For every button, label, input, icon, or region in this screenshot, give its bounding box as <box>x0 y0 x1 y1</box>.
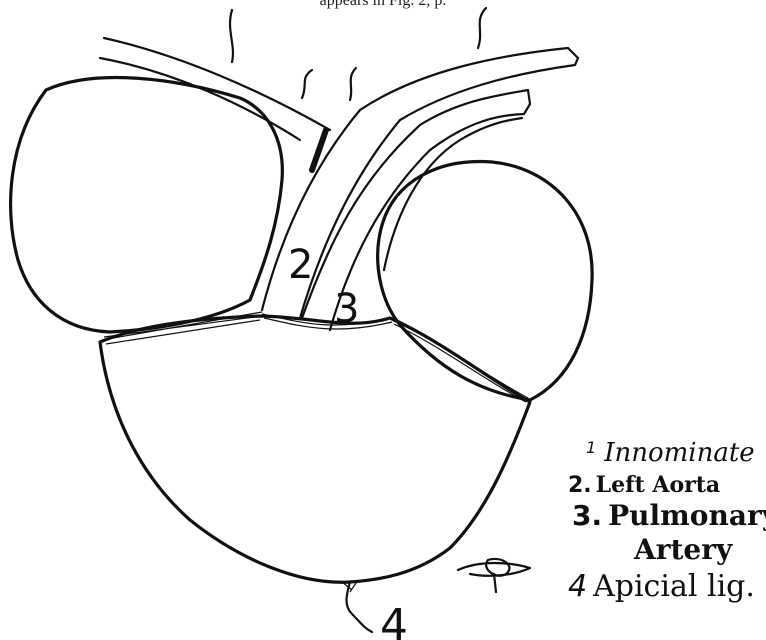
legend-row-4: Artery <box>634 536 732 564</box>
label-4: 4 <box>380 600 408 640</box>
legend-text: Pulmonary <box>608 499 766 532</box>
legend-text: Innominate <box>604 438 754 468</box>
signature-mark <box>458 559 530 592</box>
label-3: 3 <box>334 286 359 332</box>
small-branch-right <box>478 8 486 48</box>
innominate-vessel <box>100 38 330 140</box>
legend-text: Artery <box>634 533 732 566</box>
small-branch-center <box>302 70 312 98</box>
legend-number: 1 <box>586 438 596 457</box>
legend-text: Left Aorta <box>596 472 721 498</box>
legend-number: 3. <box>572 499 602 532</box>
left-lobe-outline <box>11 78 283 332</box>
innominate-mark <box>312 130 326 170</box>
small-branch-left <box>230 10 233 62</box>
hatched-border-left <box>102 312 262 344</box>
small-branch-mid <box>350 68 356 100</box>
legend-row-3: 3.Pulmonary <box>572 502 766 530</box>
legend-row-2: 2.Left Aorta <box>568 474 720 497</box>
legend-text: Apicial lig. <box>593 569 755 604</box>
apical-ligament <box>347 582 373 632</box>
legend-number: 2. <box>568 473 592 498</box>
legend-number: 4 <box>568 569 587 604</box>
label-2: 2 <box>288 242 313 288</box>
ventricle-outline <box>100 316 530 582</box>
legend-row-1: 1 Innominate <box>586 440 755 466</box>
